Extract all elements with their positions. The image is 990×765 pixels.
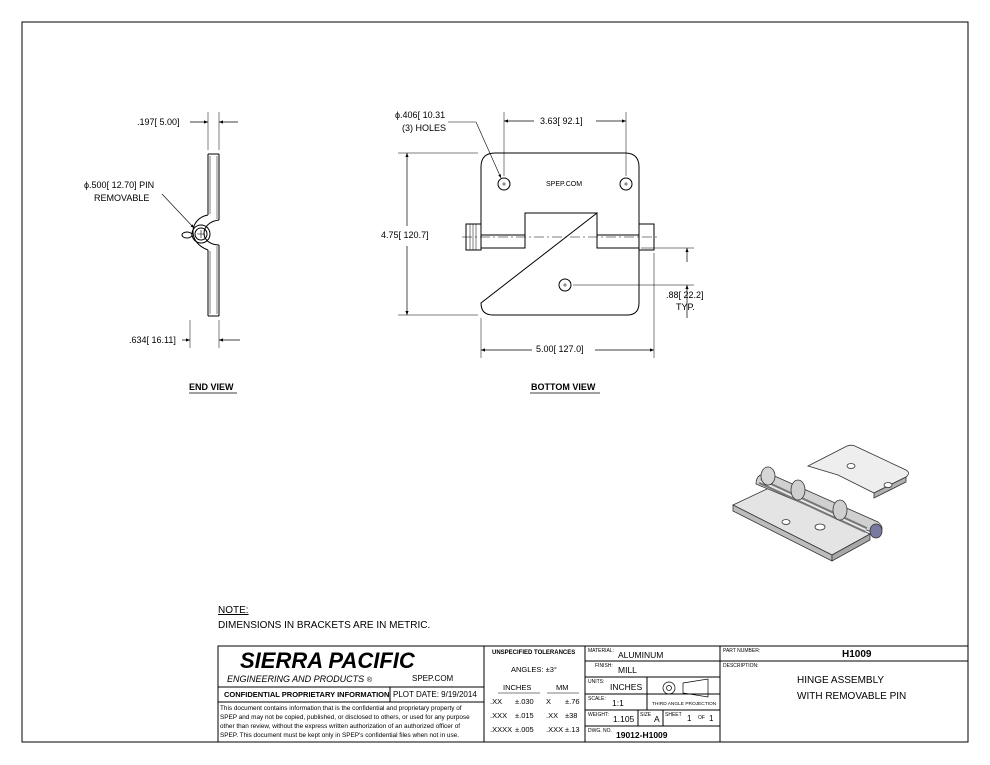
tol-mm-tol: ±.76 bbox=[565, 697, 580, 706]
tol-in-tol: ±.005 bbox=[515, 725, 534, 734]
part-number-value: H1009 bbox=[842, 649, 872, 660]
finish-label: FINISH: bbox=[595, 663, 613, 669]
description-line1: HINGE ASSEMBLY bbox=[797, 675, 885, 686]
title-block-lines bbox=[217, 645, 969, 743]
tol-mm-fmt: X bbox=[546, 697, 552, 706]
units-label: UNITS: bbox=[588, 679, 605, 685]
scale-label: SCALE: bbox=[588, 696, 606, 702]
tol-in-fmt: .XXXX bbox=[490, 725, 513, 734]
end-view-title: END VIEW bbox=[189, 382, 234, 392]
company-sub: ENGINEERING AND PRODUCTS ® bbox=[227, 674, 372, 685]
note-text: DIMENSIONS IN BRACKETS ARE IN METRIC. bbox=[218, 620, 431, 631]
material-label: MATERIAL: bbox=[588, 648, 615, 654]
bottom-view-geometry bbox=[398, 112, 694, 358]
end-dim-pin-note: REMOVABLE bbox=[94, 193, 150, 203]
tol-mm-fmt: .XXX bbox=[546, 725, 564, 734]
dwg-no-value: 19012-H1009 bbox=[616, 730, 668, 740]
of-label: OF bbox=[698, 715, 705, 721]
end-dim-thickness: .197[ 5.00] bbox=[137, 117, 180, 127]
end-dim-pin: ϕ.500[ 12.70] PIN bbox=[84, 180, 155, 190]
sheet-value: 1 bbox=[687, 714, 692, 723]
sheet-label: SHEET bbox=[665, 712, 682, 718]
bottom-dim-offset-note: TYP. bbox=[676, 302, 695, 312]
tol-mm-tol: ±38 bbox=[565, 711, 578, 720]
isometric-view bbox=[732, 444, 909, 562]
company-name: SIERRA PACIFIC bbox=[240, 648, 415, 673]
company-website: SPEP.COM bbox=[412, 674, 454, 683]
tol-mm-tol: ±.13 bbox=[565, 725, 580, 734]
size-label: SIZE bbox=[640, 712, 652, 718]
confidential-text: This document contains information that … bbox=[220, 704, 470, 740]
tol-in-tol: ±.030 bbox=[515, 697, 534, 706]
tolerances-angles: ANGLES: ±3° bbox=[511, 665, 557, 674]
tol-in-fmt: .XX bbox=[490, 697, 503, 706]
material-value: ALUMINUM bbox=[618, 650, 664, 660]
bottom-dim-offset: .88[ 22.2] bbox=[666, 290, 704, 300]
confidential-line: SPEP and may not be copied, published, o… bbox=[220, 714, 470, 721]
tolerances-inches-header: INCHES bbox=[503, 683, 532, 692]
tol-in-tol: ±.015 bbox=[515, 711, 534, 720]
bottom-dim-height: 4.75[ 120.7] bbox=[381, 230, 429, 240]
end-view-geometry bbox=[161, 112, 240, 348]
note-heading: NOTE: bbox=[218, 605, 249, 616]
bottom-dim-width: 5.00[ 127.0] bbox=[536, 344, 584, 354]
sheet-total: 1 bbox=[709, 714, 714, 723]
description-label: DESCRIPTION: bbox=[723, 663, 759, 669]
bottom-emboss: SPEP.COM bbox=[546, 181, 583, 188]
sheet-border bbox=[21, 21, 969, 743]
part-number-label: PART NUMBER: bbox=[723, 648, 761, 654]
tolerances-mm-header: MM bbox=[556, 683, 569, 692]
tol-in-fmt: .XXX bbox=[490, 711, 508, 720]
confidential-line: SPEP. This document must be kept only in… bbox=[220, 732, 459, 739]
tolerances-title: UNSPECIFIED TOLERANCES bbox=[492, 650, 576, 656]
bottom-view-title: BOTTOM VIEW bbox=[531, 382, 596, 392]
units-value: INCHES bbox=[610, 682, 643, 692]
weight-value: 1.105 bbox=[613, 714, 635, 724]
bottom-dim-spacing: 3.63[ 92.1] bbox=[540, 116, 583, 126]
tol-mm-fmt: .XX bbox=[546, 711, 559, 720]
confidential-line: This document contains information that … bbox=[220, 705, 462, 712]
dwg-no-label: DWG. NO. bbox=[588, 728, 612, 734]
bottom-hole-dim: ϕ.406[ 10.31 bbox=[395, 110, 446, 120]
weight-label: WEIGHT: bbox=[588, 712, 609, 718]
end-dim-depth: .634[ 16.11] bbox=[129, 335, 176, 345]
scale-value: 1:1 bbox=[612, 698, 624, 708]
confidential-line: other than review, without the express w… bbox=[220, 723, 461, 730]
confidential-title: CONFIDENTIAL PROPRIETARY INFORMATION bbox=[224, 690, 390, 699]
size-value: A bbox=[654, 714, 660, 724]
bottom-hole-note: (3) HOLES bbox=[402, 123, 447, 133]
projection-label: THIRD ANGLE PROJECTION bbox=[652, 702, 717, 707]
description-line2: WITH REMOVABLE PIN bbox=[797, 691, 907, 702]
finish-value: MILL bbox=[618, 665, 637, 675]
plot-date: PLOT DATE: 9/19/2014 bbox=[393, 690, 477, 699]
